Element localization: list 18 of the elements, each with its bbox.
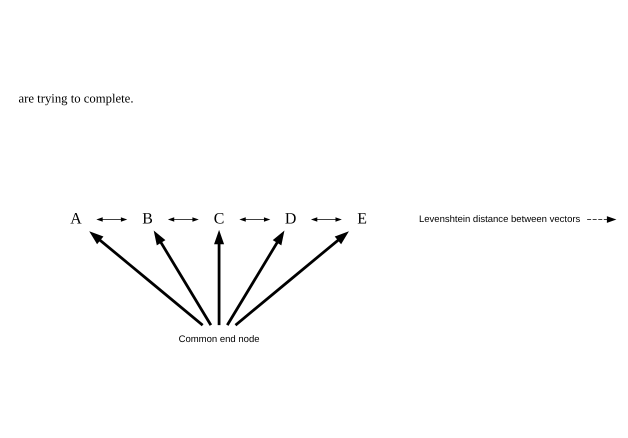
node-text: Common end node bbox=[178, 333, 260, 344]
arrow bbox=[234, 230, 349, 326]
arrow bbox=[168, 216, 199, 222]
node-text: C bbox=[214, 210, 224, 227]
label: are trying to complete. bbox=[18, 91, 134, 106]
arrow bbox=[226, 230, 284, 326]
arrow bbox=[310, 216, 342, 222]
node-text: D bbox=[284, 210, 296, 227]
arrow bbox=[586, 216, 616, 222]
arrow bbox=[89, 230, 204, 326]
node-text: A bbox=[70, 210, 82, 227]
node-text: B bbox=[142, 210, 153, 227]
node-text: E bbox=[357, 210, 367, 227]
arrow bbox=[239, 216, 270, 222]
node-text: Levenshtein distance between vectors bbox=[418, 213, 580, 224]
arrow bbox=[154, 230, 212, 326]
arrow bbox=[214, 229, 224, 325]
arrow bbox=[96, 216, 128, 222]
